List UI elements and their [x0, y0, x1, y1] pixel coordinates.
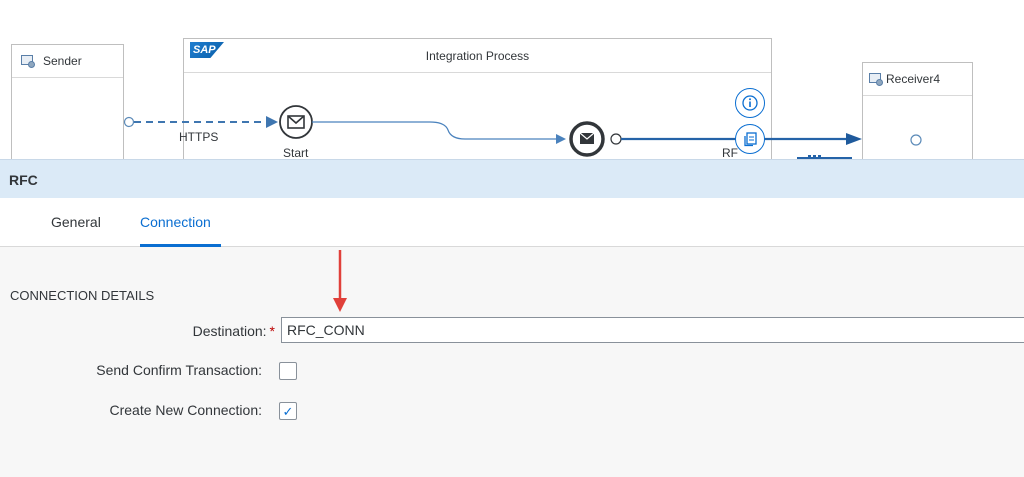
sender-channel-label: HTTPS	[179, 130, 219, 144]
create-new-connection-checkbox[interactable]: ✓	[279, 402, 297, 420]
sender-header: Sender	[12, 45, 123, 78]
tab-general[interactable]: General	[51, 214, 101, 230]
envelope-icon	[287, 115, 305, 129]
integration-process-label: Integration Process	[425, 48, 530, 63]
copy-icon	[744, 132, 757, 147]
annotation-arrow	[333, 250, 347, 312]
ellipsis-icon[interactable]	[808, 153, 824, 159]
sequence-flow-arrowhead	[556, 134, 566, 144]
start-event-label: Start	[283, 146, 309, 160]
sender-channel-anchor[interactable]	[123, 116, 135, 128]
system-icon	[869, 72, 883, 86]
message-end-icon	[579, 132, 595, 144]
integration-process-header: SAP Integration Process	[184, 39, 771, 73]
destination-input[interactable]	[281, 317, 1024, 343]
copy-button[interactable]	[735, 124, 765, 154]
info-button[interactable]	[735, 88, 765, 118]
destination-label-text: Destination:	[192, 323, 267, 339]
connection-details-form: CONNECTION DETAILS Destination:* Send Co…	[0, 247, 1024, 477]
required-marker: *	[269, 323, 275, 339]
tab-connection[interactable]: Connection	[140, 214, 221, 247]
sender-channel-arrowhead	[266, 116, 278, 128]
checkmark-icon: ✓	[282, 403, 294, 419]
tab-bar: General Connection	[0, 198, 1024, 247]
receiver-channel-label: RF	[722, 146, 738, 160]
info-icon	[742, 95, 758, 111]
sender-label: Sender	[43, 54, 82, 68]
create-new-connection-label: Create New Connection:	[109, 402, 262, 418]
flow-connectors	[123, 105, 922, 159]
receiver-channel-arrowhead	[846, 133, 862, 145]
receiver-channel-anchor[interactable]	[610, 133, 622, 145]
system-icon	[21, 54, 35, 68]
receiver-header: Receiver4	[863, 63, 972, 96]
sender-pool[interactable]: Sender	[11, 44, 124, 160]
destination-label: Destination:*	[100, 323, 275, 339]
receiver-label: Receiver4	[886, 72, 941, 86]
panel-title: RFC	[0, 159, 1024, 198]
send-confirm-transaction-checkbox[interactable]	[279, 362, 297, 380]
send-confirm-transaction-label: Send Confirm Transaction:	[96, 362, 262, 378]
sequence-flow[interactable]	[312, 121, 556, 140]
section-title: CONNECTION DETAILS	[10, 288, 155, 303]
integration-flow-diagram: Sender SAP Integration Process Receiver4	[0, 0, 1024, 160]
receiver-endpoint[interactable]	[910, 134, 922, 146]
